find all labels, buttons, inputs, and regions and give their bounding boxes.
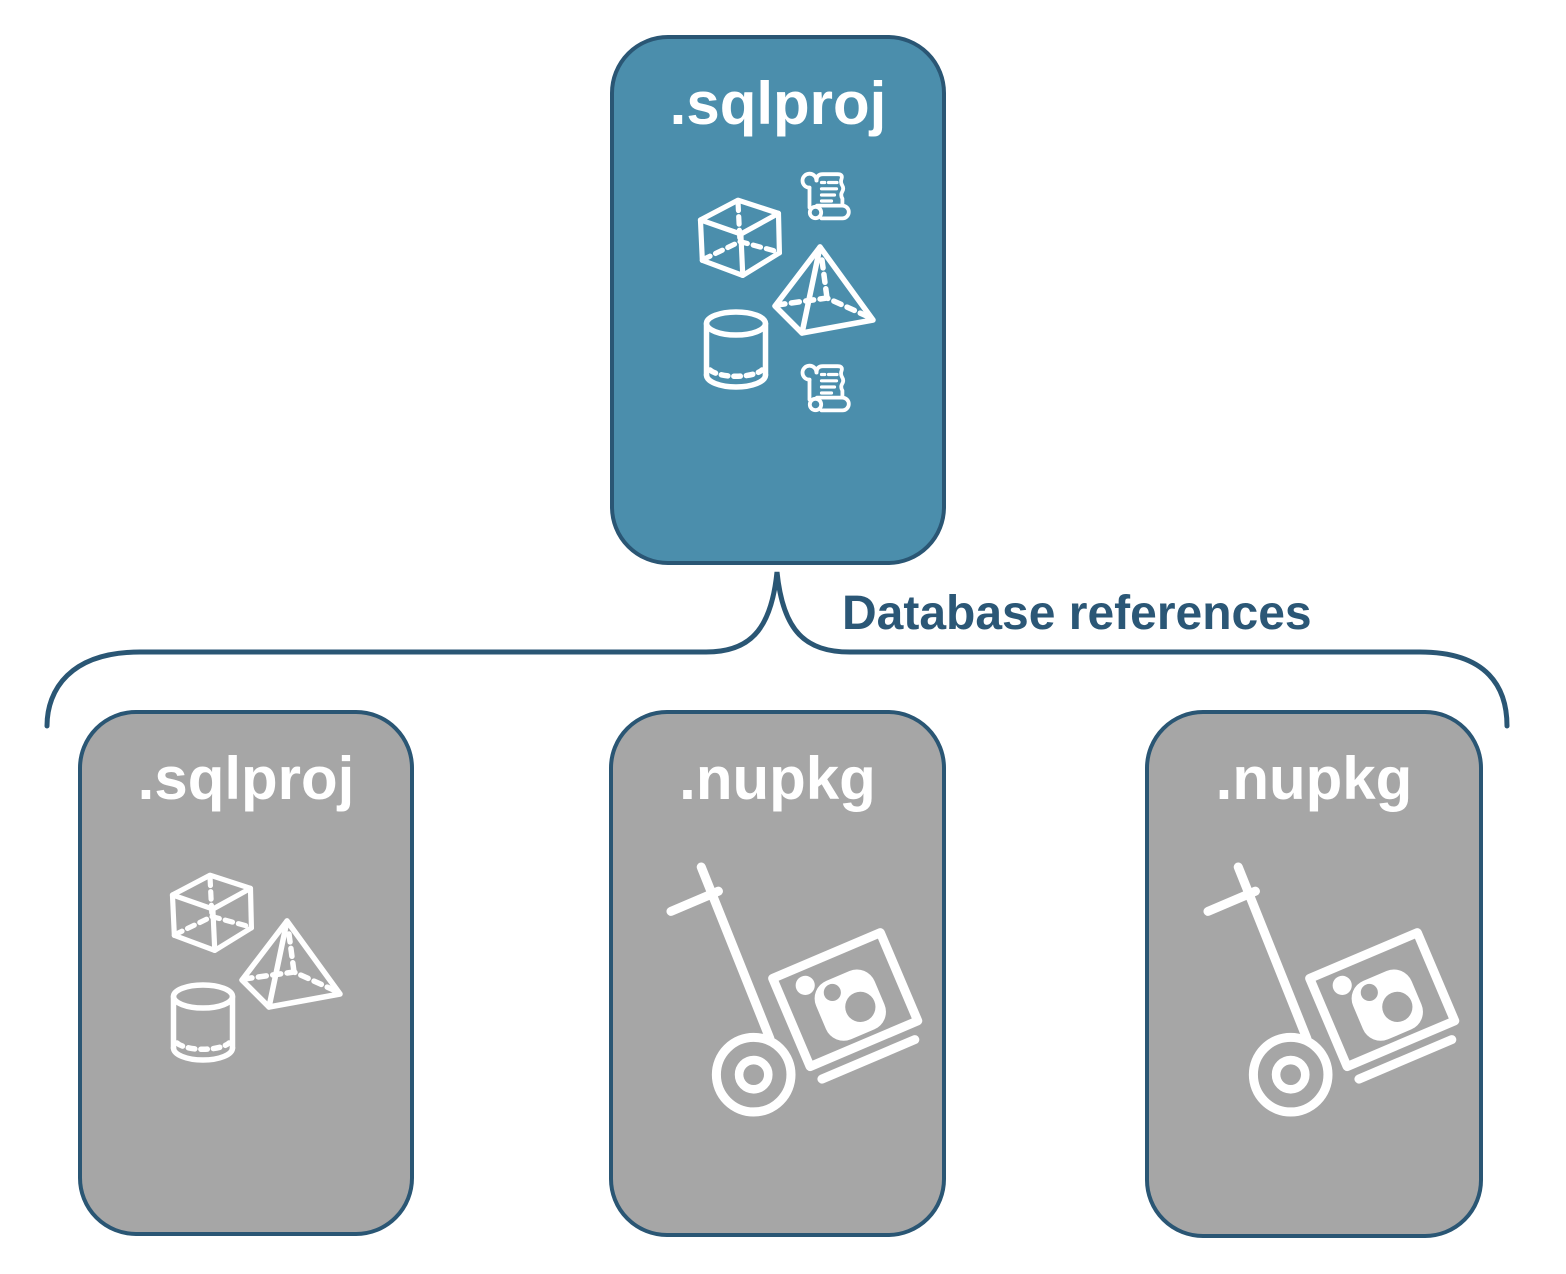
node-title: .sqlproj xyxy=(137,745,355,812)
nuget-package-dolly-icon xyxy=(1203,862,1460,1117)
database-cylinder-icon xyxy=(170,982,236,1063)
child-node-nupkg-2: .nupkg xyxy=(1145,710,1483,1238)
script-scroll-icon xyxy=(800,363,851,413)
root-node-sqlproj: .sqlproj xyxy=(610,35,946,565)
cube-3d-icon xyxy=(169,872,255,954)
node-title: .nupkg xyxy=(1215,745,1413,812)
child-node-nupkg-1: .nupkg xyxy=(609,710,946,1237)
pyramid-3d-icon xyxy=(772,244,876,336)
node-title: .nupkg xyxy=(679,745,876,812)
node-title: .sqlproj xyxy=(669,70,887,137)
pyramid-3d-icon xyxy=(239,918,343,1010)
script-scroll-icon xyxy=(800,171,851,221)
connector-label: Database references xyxy=(842,587,1312,640)
cube-3d-icon xyxy=(697,197,783,279)
database-cylinder-icon xyxy=(703,309,769,390)
nuget-package-dolly-icon xyxy=(666,862,923,1117)
child-node-sqlproj: .sqlproj xyxy=(78,710,414,1236)
